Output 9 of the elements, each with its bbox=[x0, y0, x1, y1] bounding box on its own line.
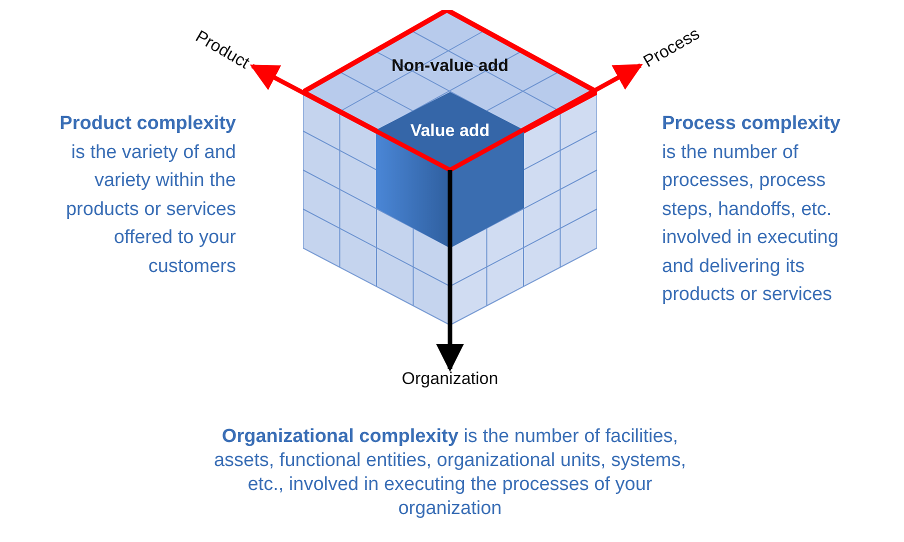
axis-arrow bbox=[250, 64, 452, 172]
axis-arrow bbox=[448, 63, 643, 172]
description-text: Product complexity is the variety of and variety within the products or services offered to your customers bbox=[58, 112, 236, 278]
description-text: Process complexity is the number of processes, process steps, handoffs, etc. involved in executing and delivering its products or services bbox=[662, 112, 842, 307]
axis-label: Organization bbox=[402, 369, 498, 389]
region-label: Non-value add bbox=[390, 56, 510, 76]
region-label: Value add bbox=[409, 121, 491, 141]
description-text: Organizational complexity is the number of facilities, assets, functional entities, organizational units, systems, etc., involved in executing the processes of your organization bbox=[212, 425, 688, 521]
axis-arrow bbox=[436, 170, 464, 372]
